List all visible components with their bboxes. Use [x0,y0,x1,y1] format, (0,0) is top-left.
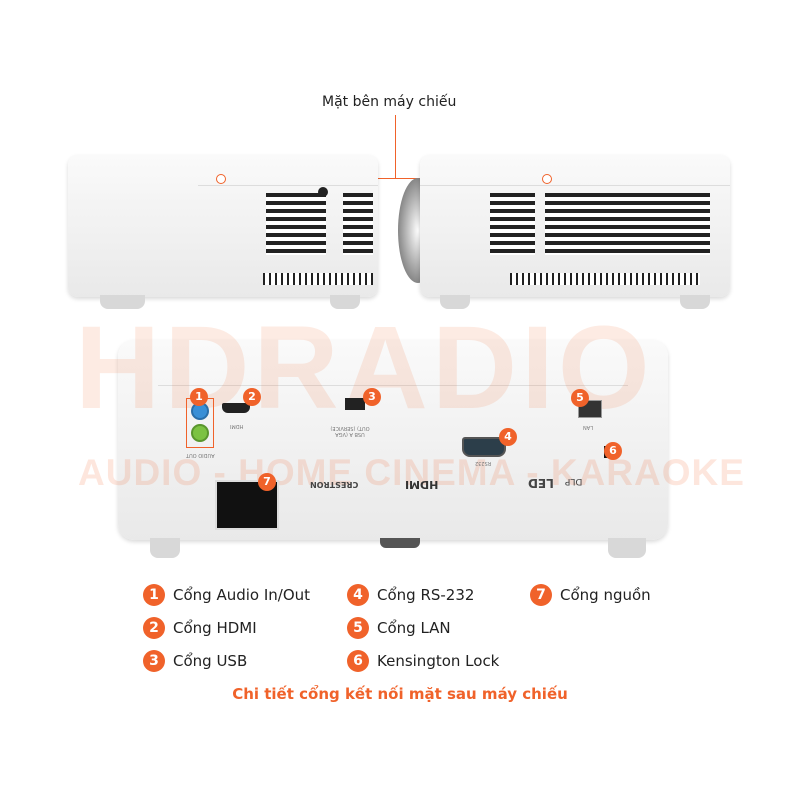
led-logo: LED [528,476,554,490]
side-label: Mặt bên máy chiếu [322,94,457,110]
hdmi-logo: HDMI [405,478,439,491]
legend-number: 5 [347,617,369,639]
legend-item: 1 Cổng Audio In/Out [143,584,310,606]
port-marker-3: 3 [363,388,381,406]
projector-right-side [420,155,730,297]
port-marker-1: 1 [190,388,208,406]
legend-number: 4 [347,584,369,606]
legend-item: 6 Kensington Lock [347,650,499,672]
legend-label: Kensington Lock [377,652,500,670]
usb-port-label: USB A (VGA OUT) (SERVICE) [330,425,370,437]
lan-port-label: LAN [583,424,594,430]
port-marker-2: 2 [243,388,261,406]
port-marker-7: 7 [258,473,276,491]
dlp-logo: DLP [565,476,583,486]
legend-item: 3 Cổng USB [143,650,247,672]
port-marker-5: 5 [571,389,589,407]
audio-out-jack[interactable] [191,424,209,442]
crestron-logo: CRESTRON [310,480,359,489]
legend-number: 1 [143,584,165,606]
legend-number: 2 [143,617,165,639]
legend-number: 3 [143,650,165,672]
legend-label: Cổng LAN [377,619,451,637]
vent [343,193,373,255]
legend-item: 7 Cổng nguồn [530,584,651,606]
hdmi-port-label: HDMI [230,423,244,429]
legend-item: 2 Cổng HDMI [143,617,257,639]
port-marker-4: 4 [499,428,517,446]
port-marker-6: 6 [604,442,622,460]
watermark-tagline: AUDIO - HOME CINEMA - KARAOKE [78,452,745,493]
projector-left-side [68,155,378,297]
watermark-brand: HDRADIO [75,302,654,434]
caption: Chi tiết cổng kết nối mặt sau máy chiếu [232,685,568,703]
legend-label: Cổng RS-232 [377,586,475,604]
legend-label: Cổng USB [173,652,248,670]
audio-port-label: AUDIO OUT [186,452,215,458]
legend-number: 7 [530,584,552,606]
leader-dot [542,174,552,184]
rs232-port[interactable] [462,437,506,457]
legend-label: Cổng HDMI [173,619,257,637]
legend-number: 6 [347,650,369,672]
projector-rear [118,340,668,540]
legend-item: 4 Cổng RS-232 [347,584,474,606]
leader-line-horizontal [220,178,546,179]
legend-label: Cổng nguồn [560,586,651,604]
hdmi-port[interactable] [222,403,250,413]
legend-label: Cổng Audio In/Out [173,586,311,604]
rs232-port-label: RS232 [475,460,492,466]
vent [545,193,710,255]
leader-dot [216,174,226,184]
vent [490,193,535,255]
legend-item: 5 Cổng LAN [347,617,451,639]
vent [266,193,326,255]
usb-port[interactable] [345,398,365,410]
leader-line-vertical [395,115,396,178]
